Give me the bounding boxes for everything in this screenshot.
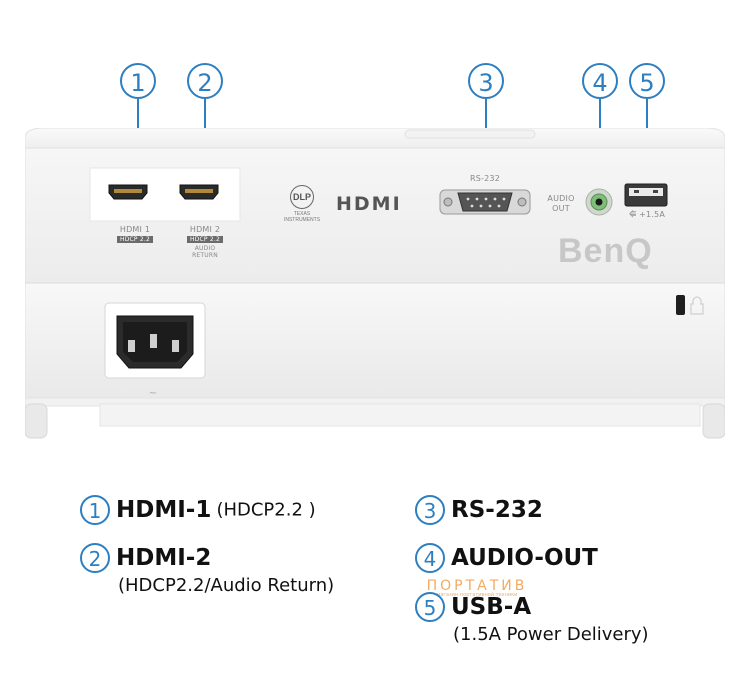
callout-5: 5 (629, 63, 665, 99)
portativ-watermark: ПОРТАТИВ магазин портативной техники (402, 578, 552, 598)
callout-4: 4 (582, 63, 618, 99)
audio-label-text: AUDIO (547, 194, 575, 203)
legend-title-5: USB-A (451, 594, 532, 620)
hdmi-1-label: HDMI 1 HDCP 2.2 (105, 225, 165, 243)
audio-out-jack-icon (585, 188, 613, 216)
power-inlet-icon (104, 302, 206, 379)
hdmi-2-port-icon (179, 184, 219, 200)
legend-number-2: 2 (80, 543, 110, 573)
rs-232-port-icon (439, 189, 531, 215)
ac-symbol: ∼ (149, 388, 157, 399)
hdmi-logo: HDMI (336, 193, 402, 215)
legend-title-2: HDMI-2 (116, 545, 212, 571)
legend-number-3: 3 (415, 495, 445, 525)
hdmi-2-label: HDMI 2 HDCP 2.2 AUDIO RETURN (175, 225, 235, 259)
security-slot-icon (676, 295, 685, 315)
watermark-tagline: магазин портативной техники (436, 592, 518, 598)
benq-logo: BenQ (558, 232, 653, 270)
rs-232-label: RS-232 (470, 174, 500, 183)
out-label-text: OUT (552, 204, 570, 213)
dlp-logo: DLP TEXAS INSTRUMENTS (278, 185, 326, 223)
usb-a-port-icon (624, 183, 668, 207)
legend-subtitle-1: (HDCP2.2 ) (216, 499, 316, 521)
callout-1: 1 (120, 63, 156, 99)
usb-label: ⭅ +1.5A (622, 210, 672, 220)
legend-title-4: AUDIO-OUT (451, 545, 598, 571)
callout-2: 2 (187, 63, 223, 99)
hdmi-1-port-icon (108, 184, 148, 200)
lock-icon (690, 296, 704, 315)
legend-number-4: 4 (415, 543, 445, 573)
legend-number-1: 1 (80, 495, 110, 525)
audio-out-label: AUDIO OUT (542, 194, 580, 214)
dlp-logo-subtitle: TEXAS INSTRUMENTS (283, 211, 321, 223)
hdmi-2-hdcp-tag: HDCP 2.2 (187, 236, 223, 243)
legend-number-5: 5 (415, 592, 445, 622)
hdmi-1-label-text: HDMI 1 (119, 225, 151, 234)
legend-subtitle-2: (HDCP2.2/Audio Return) (118, 575, 335, 596)
legend-subtitle-5: (1.5A Power Delivery) (453, 624, 649, 645)
legend-title-1: HDMI-1 (116, 497, 212, 523)
watermark-text: ПОРТАТИВ (426, 578, 528, 594)
legend-title-3: RS-232 (451, 497, 543, 523)
usb-symbol-icon: ⭅ (628, 210, 637, 219)
callout-3: 3 (468, 63, 504, 99)
hdmi-2-return-label: RETURN (192, 252, 218, 259)
hdmi-1-hdcp-tag: HDCP 2.2 (117, 236, 153, 243)
usb-current-label: +1.5A (639, 210, 666, 219)
hdmi-2-label-text: HDMI 2 (189, 225, 221, 234)
hdmi-2-audio-label: AUDIO (194, 245, 216, 252)
projector-rear-panel: ∼ (25, 128, 725, 439)
dlp-logo-mark: DLP (290, 185, 314, 209)
